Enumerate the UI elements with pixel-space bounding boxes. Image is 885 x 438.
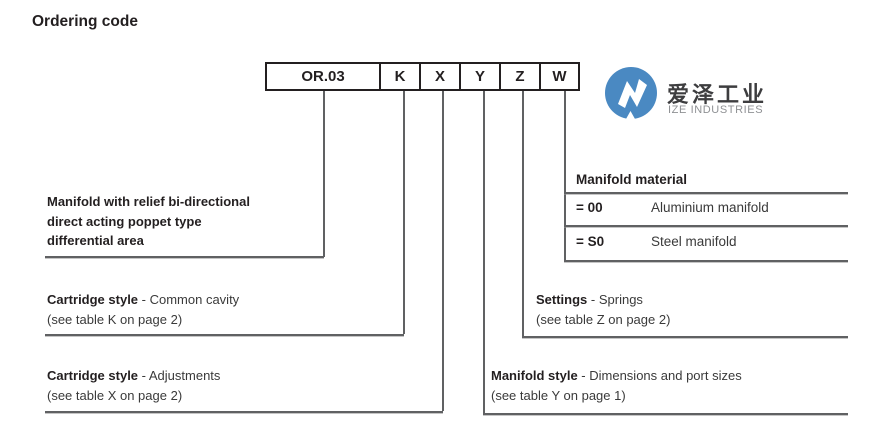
callout-k-note: (see table K on page 2): [47, 311, 183, 327]
callout-y-note: (see table Y on page 1): [491, 387, 626, 403]
leader-hline-or03: [45, 256, 324, 258]
leader-hline-y: [483, 413, 848, 415]
callout-z-title: Settings - Springs: [536, 290, 670, 310]
callout-z-rest: - Springs: [587, 292, 643, 307]
callout-or03-line3: differential area: [47, 233, 144, 248]
logo-name-english: IZE INDUSTRIES: [668, 104, 764, 116]
material-code-s0: = S0: [576, 234, 605, 249]
callout-x-note: (see table X on page 2): [47, 387, 183, 403]
callout-x-title: Cartridge style - Adjustments: [47, 366, 220, 386]
callout-y-title: Manifold style - Dimensions and port siz…: [491, 366, 742, 386]
callout-k: Cartridge style - Common cavity (see tab…: [47, 290, 239, 329]
code-segment-w: W: [539, 64, 578, 89]
code-segment-z: Z: [499, 64, 539, 89]
leader-hline-x: [45, 411, 443, 413]
code-segment-x: X: [419, 64, 459, 89]
ize-logo-icon: [604, 66, 658, 120]
code-segment-k: K: [379, 64, 419, 89]
callout-k-title: Cartridge style - Common cavity: [47, 290, 239, 310]
callout-z-bold: Settings: [536, 292, 588, 307]
logo-name-chinese: 爱泽工业: [667, 82, 768, 107]
material-table-rule-header: [564, 192, 848, 194]
callout-or03-line2: direct acting poppet type: [47, 213, 202, 229]
material-code-00: = 00: [576, 200, 603, 215]
callout-x-rest: - Adjustments: [138, 368, 221, 383]
leader-vline-z: [522, 91, 524, 336]
callout-or03-line1: Manifold with relief bi-directional: [47, 194, 250, 209]
leader-vline-or03: [323, 91, 325, 257]
material-table-rule-row2: [564, 260, 848, 262]
callout-y: Manifold style - Dimensions and port siz…: [491, 366, 742, 405]
material-table-rule-row1: [564, 225, 848, 227]
leader-vline-x: [442, 91, 444, 411]
code-segment-or03: OR.03: [301, 68, 345, 85]
leader-hline-k: [45, 334, 404, 336]
leader-vline-w: [564, 91, 566, 260]
code-segment-y: Y: [459, 64, 499, 89]
callout-or03: Manifold with relief bi-directional dire…: [47, 192, 250, 251]
callout-k-rest: - Common cavity: [138, 292, 240, 307]
callout-k-bold: Cartridge style: [47, 292, 139, 307]
material-table-header: Manifold material: [576, 172, 688, 187]
callout-x: Cartridge style - Adjustments (see table…: [47, 366, 220, 405]
material-label-aluminium: Aluminium manifold: [651, 200, 769, 215]
callout-y-rest: - Dimensions and port sizes: [577, 368, 742, 383]
leader-vline-k: [403, 91, 405, 334]
callout-z: Settings - Springs (see table Z on page …: [536, 290, 670, 329]
callout-z-note: (see table Z on page 2): [536, 311, 671, 327]
leader-hline-z: [522, 336, 848, 338]
ordering-code-box: OR.03 K X Y Z W: [265, 62, 580, 91]
material-label-steel: Steel manifold: [651, 234, 737, 249]
leader-vline-y: [483, 91, 485, 413]
callout-x-bold: Cartridge style: [47, 368, 139, 383]
callout-y-bold: Manifold style: [491, 368, 578, 383]
page-title: Ordering code: [32, 13, 138, 30]
